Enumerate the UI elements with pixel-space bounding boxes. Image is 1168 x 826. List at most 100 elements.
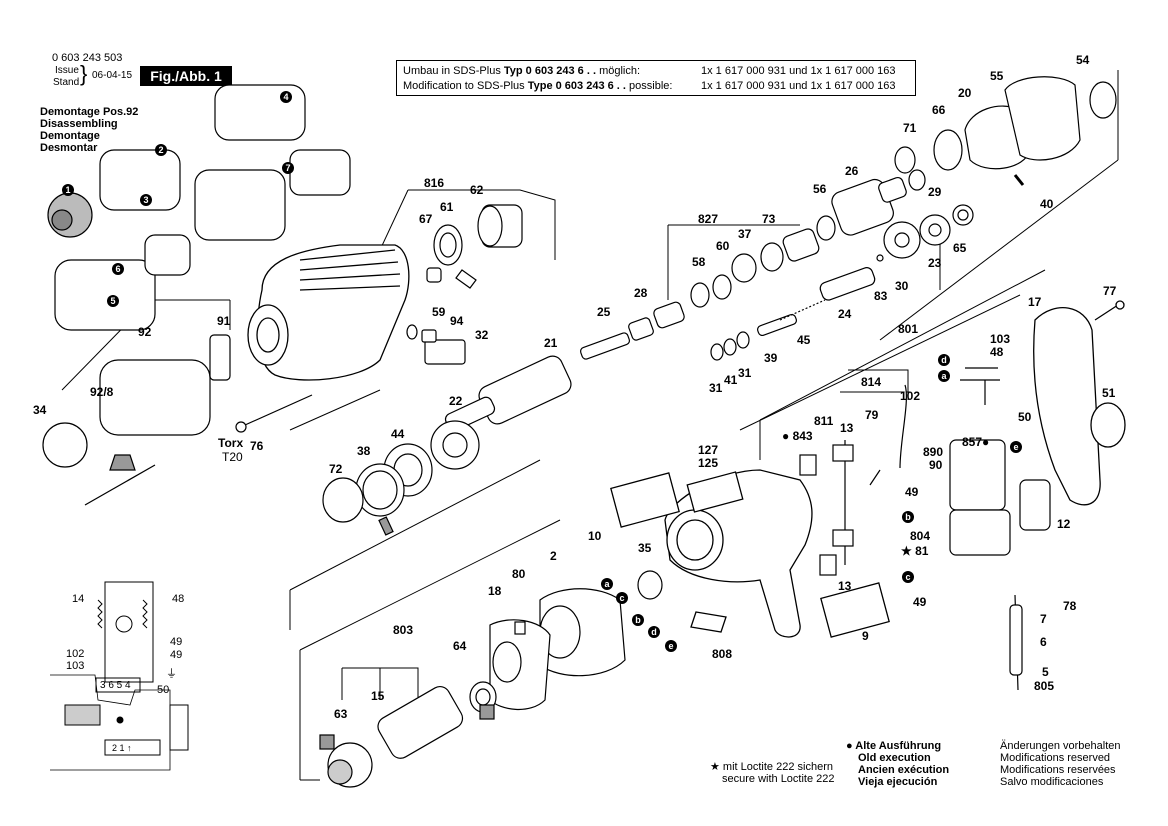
part-label: 59 xyxy=(432,305,446,319)
part-label: 7 xyxy=(1040,612,1047,626)
disassembly-title: Demontage Pos.92 xyxy=(40,106,139,118)
part-label: 61 xyxy=(440,200,454,214)
figure-badge: Fig./Abb. 1 xyxy=(140,66,232,86)
loctite-note-de: ★ mit Loctite 222 sichern xyxy=(710,761,833,773)
part-label: 63 xyxy=(334,707,348,721)
step-marker-5: 5 xyxy=(107,291,119,309)
part-label: 10 xyxy=(588,529,602,543)
part-label: 808 xyxy=(712,647,733,661)
part-label: 38 xyxy=(357,444,371,458)
part-label: 6 xyxy=(1040,635,1047,649)
old-execution-de: ● Alte Ausführung xyxy=(846,740,942,752)
part-label: ● 843 xyxy=(782,429,813,443)
part-label: 102 xyxy=(900,389,921,403)
part-label: 803 xyxy=(393,623,414,637)
part-label: 12 xyxy=(1057,517,1071,531)
part-label: 39 xyxy=(764,351,778,365)
marker-c: c xyxy=(902,567,914,585)
part-label: 94 xyxy=(450,314,464,328)
part-label: ★ 81 xyxy=(901,544,929,558)
part-label: 29 xyxy=(928,185,942,199)
part-label: 51 xyxy=(1102,386,1116,400)
part-label: 49 xyxy=(905,485,919,499)
old-execution-fr: Ancien exécution xyxy=(858,764,950,776)
part-label: 44 xyxy=(391,427,405,441)
part-label: 45 xyxy=(797,333,811,347)
part-label: 50 xyxy=(1018,410,1032,424)
part-label: 49 xyxy=(913,595,927,609)
modification-row-de: Umbau in SDS-Plus Typ 0 603 243 6 . . mö… xyxy=(403,65,896,77)
marker-a: a xyxy=(601,574,613,592)
part-label: 827 xyxy=(698,212,719,226)
changes-reserved-fr: Modifications reservées xyxy=(1000,764,1116,776)
part-label: 22 xyxy=(449,394,463,408)
part-label: 92 xyxy=(138,325,152,339)
part-label: 814 xyxy=(861,375,882,389)
part-label: 56 xyxy=(813,182,827,196)
changes-reserved-de: Änderungen vorbehalten xyxy=(1000,740,1121,752)
part-label: 125 xyxy=(698,456,719,470)
marker-b: b xyxy=(632,610,644,628)
part-label: 64 xyxy=(453,639,467,653)
changes-reserved-en: Modifications reserved xyxy=(1000,752,1111,764)
part-label: 37 xyxy=(738,227,752,241)
part-label: 31 xyxy=(738,366,752,380)
part-label: 26 xyxy=(845,164,859,178)
marker-b: b xyxy=(902,507,914,525)
step-marker-2: 2 xyxy=(155,140,167,158)
part-label: 71 xyxy=(903,121,917,135)
modification-box: Umbau in SDS-Plus Typ 0 603 243 6 . . mö… xyxy=(396,60,916,96)
part-label: 13 xyxy=(838,579,852,593)
part-label: 79 xyxy=(865,408,879,422)
torx-size: T20 xyxy=(222,450,243,464)
modification-row-en: Modification to SDS-Plus Type 0 603 243 … xyxy=(403,80,896,92)
part-label: 890 xyxy=(923,445,944,459)
part-label: 32 xyxy=(475,328,489,342)
marker-e: e xyxy=(665,636,677,654)
part-label: 65 xyxy=(953,241,967,255)
part-label: 72 xyxy=(329,462,343,476)
issue-label: Issue xyxy=(55,65,79,76)
part-label: 5 xyxy=(1042,665,1049,679)
step-marker-3: 3 xyxy=(140,190,152,208)
part-label: 73 xyxy=(762,212,776,226)
step-marker-4: 4 xyxy=(280,87,292,105)
part-label: 62 xyxy=(470,183,484,197)
part-label: 13 xyxy=(840,421,854,435)
wiring-bottom-terminals: 2 1 ↑ xyxy=(112,743,132,753)
part-label: 67 xyxy=(419,212,433,226)
wiring-label-102: 102 xyxy=(66,648,85,660)
part-label: 2 xyxy=(550,549,557,563)
part-label: 91 xyxy=(217,314,231,328)
wiring-label-14: 14 xyxy=(72,593,85,605)
wiring-label-48: 48 xyxy=(172,593,185,605)
part-label: 17 xyxy=(1028,295,1042,309)
ground-icon: ⏚ xyxy=(166,668,177,680)
part-label: 21 xyxy=(544,336,558,350)
part-label: 55 xyxy=(990,69,1004,83)
step-marker-6: 6 xyxy=(112,259,124,277)
part-label: 28 xyxy=(634,286,648,300)
wiring-label-103: 103 xyxy=(66,660,85,672)
part-label: 801 xyxy=(898,322,919,336)
marker-d: d xyxy=(938,350,950,368)
part-label: 25 xyxy=(597,305,611,319)
part-label: 20 xyxy=(958,86,972,100)
part-label: 54 xyxy=(1076,53,1090,67)
part-label: 58 xyxy=(692,255,706,269)
part-label: 80 xyxy=(512,567,526,581)
part-label: 15 xyxy=(371,689,385,703)
wiring-label-49b: 49 xyxy=(170,649,183,661)
stand-label: Stand xyxy=(53,77,80,88)
marker-d: d xyxy=(648,622,660,640)
part-label: 127 xyxy=(698,443,719,457)
part-number: 0 603 243 503 xyxy=(52,52,123,64)
part-label: 76 xyxy=(250,439,264,453)
part-label: 48 xyxy=(990,345,1004,359)
brace-icon: } xyxy=(80,61,88,86)
part-label: 805 xyxy=(1034,679,1055,693)
part-label: 34 xyxy=(33,403,47,417)
part-label: 24 xyxy=(838,307,852,321)
part-label: 804 xyxy=(910,529,931,543)
loctite-note-en: secure with Loctite 222 xyxy=(722,773,835,785)
